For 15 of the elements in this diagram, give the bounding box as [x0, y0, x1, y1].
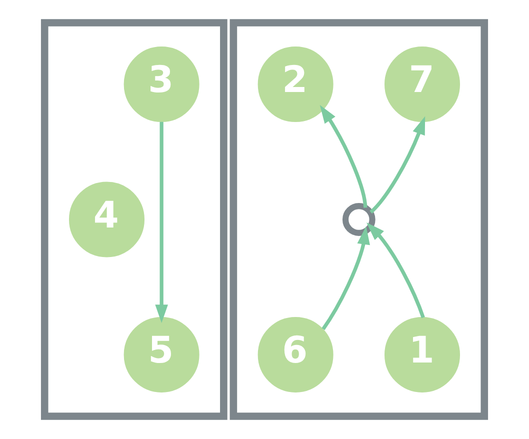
- node-circle: 7: [384, 46, 460, 122]
- arrow: [322, 226, 370, 330]
- node-circle: 4: [68, 182, 145, 258]
- node-circle: 3: [124, 46, 200, 122]
- arrow: [370, 116, 426, 214]
- node-circle: 2: [258, 46, 334, 122]
- node-circle: 6: [258, 316, 334, 392]
- node-circle: 5: [124, 316, 200, 392]
- node-circle: [342, 203, 376, 236]
- cluster: [40, 19, 228, 420]
- cluster: [230, 19, 488, 420]
- arrow: [366, 222, 425, 318]
- arrow: [320, 104, 368, 208]
- node-circle: 1: [384, 316, 460, 392]
- arrow: [155, 122, 168, 323]
